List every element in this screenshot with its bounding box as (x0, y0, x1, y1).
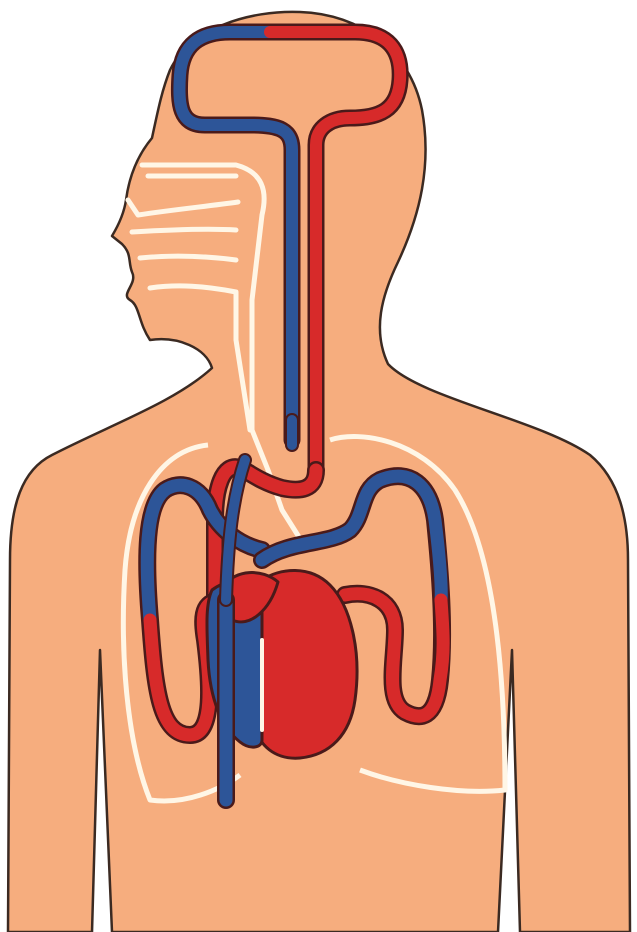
circulation-illustration (0, 0, 637, 932)
circulatory-diagram (0, 0, 637, 932)
